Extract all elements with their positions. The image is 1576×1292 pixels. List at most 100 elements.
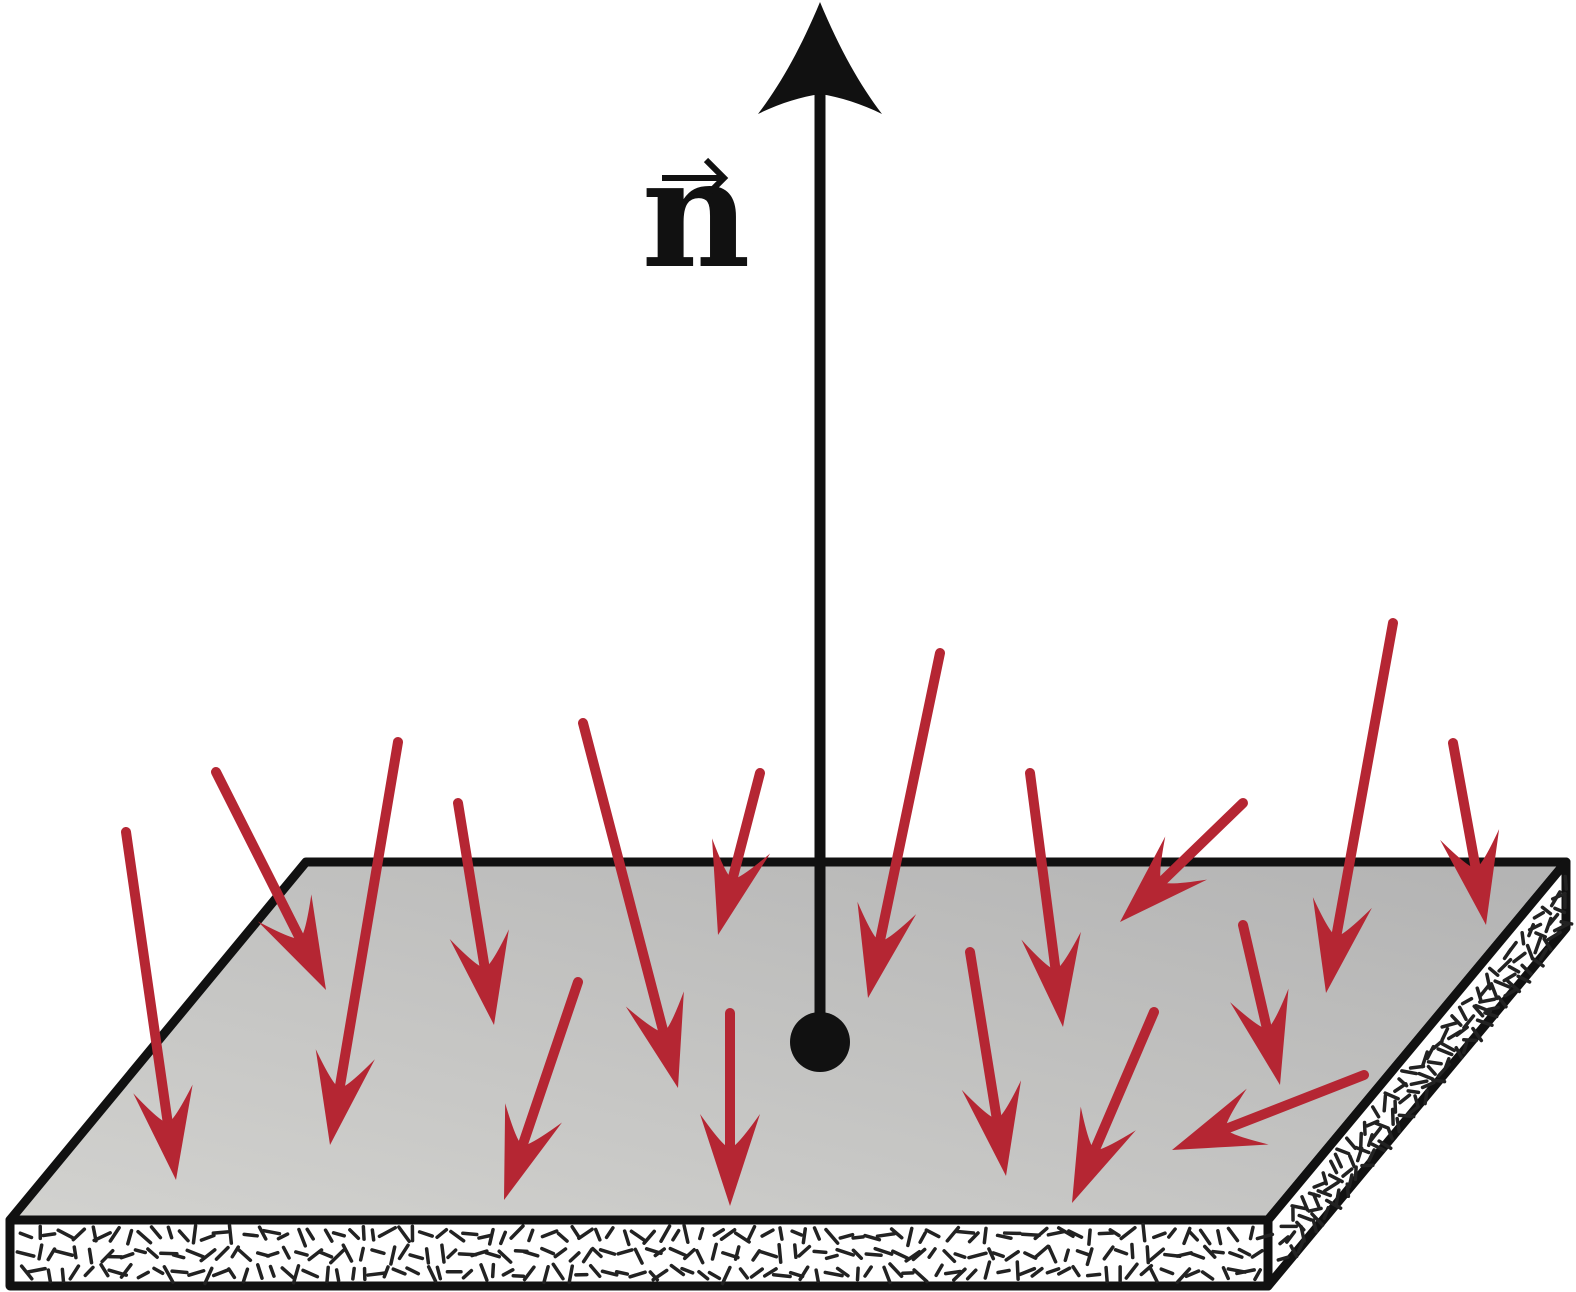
texture-mark (934, 1263, 944, 1278)
texture-mark (1321, 1171, 1329, 1186)
texture-mark (1538, 947, 1549, 962)
texture-mark (199, 1233, 216, 1242)
texture-mark (1400, 1069, 1418, 1076)
texture-mark (391, 1267, 407, 1276)
texture-mark (1475, 986, 1483, 1002)
texture-mark (348, 1228, 361, 1241)
texture-mark (759, 1249, 779, 1259)
texture-mark (1426, 1060, 1443, 1066)
texture-mark (760, 1228, 775, 1238)
texture-mark (987, 1247, 996, 1261)
texture-mark (351, 1266, 356, 1281)
texture-mark (995, 1233, 1013, 1241)
texture-mark (53, 1249, 74, 1258)
texture-mark (593, 1227, 602, 1242)
texture-mark (1141, 1222, 1147, 1243)
texture-mark (1426, 1064, 1437, 1076)
arrow-down-icon (1021, 931, 1081, 1027)
texture-mark (927, 1247, 937, 1259)
texture-mark (499, 1230, 508, 1246)
texture-mark (1423, 1088, 1429, 1106)
texture-mark (771, 1272, 792, 1279)
texture-mark (1540, 905, 1553, 916)
texture-mark (329, 1248, 345, 1265)
texture-mark (581, 1247, 594, 1264)
texture-mark (136, 1229, 153, 1245)
texture-mark (1471, 1026, 1484, 1043)
texture-mark (1104, 1265, 1109, 1284)
texture-mark (682, 1248, 696, 1261)
texture-mark (87, 1247, 94, 1265)
texture-mark (1512, 951, 1527, 964)
texture-mark (146, 1247, 159, 1259)
texture-mark (1486, 1005, 1501, 1012)
incident-arrow-shaft (1089, 1007, 1159, 1155)
texture-mark (1382, 1094, 1388, 1113)
texture-mark (751, 1249, 762, 1262)
texture-mark (126, 1228, 134, 1246)
texture-mark (417, 1230, 434, 1238)
texture-mark (1443, 1057, 1451, 1071)
texture-mark (1506, 979, 1522, 994)
texture-mark (1478, 997, 1497, 1004)
texture-mark (1175, 1267, 1192, 1284)
texture-mark (863, 1265, 873, 1278)
texture-mark (588, 1263, 602, 1279)
texture-mark (1057, 1266, 1072, 1276)
texture-mark (912, 1268, 929, 1284)
texture-mark (1475, 1018, 1494, 1028)
texture-mark (1063, 1248, 1070, 1263)
texture-mark (405, 1266, 421, 1276)
texture-mark (653, 1247, 667, 1258)
texture-mark (1030, 1266, 1044, 1278)
texture-mark (170, 1269, 189, 1275)
texture-mark (1290, 1204, 1308, 1211)
incident-arrow-shaft (211, 767, 305, 944)
texture-mark (1493, 979, 1512, 989)
texture-mark (301, 1268, 320, 1279)
texture-mark (1397, 1113, 1416, 1119)
texture-mark (1420, 1050, 1429, 1069)
texture-mark (982, 1226, 988, 1245)
texture-mark (924, 1228, 941, 1239)
texture-mark (268, 1264, 276, 1278)
texture-mark (1520, 963, 1533, 976)
texture-mark (1496, 995, 1508, 1009)
texture-mark (824, 1227, 840, 1245)
dot-icon (790, 1012, 850, 1072)
texture-mark (1507, 964, 1521, 974)
texture-mark (1368, 1126, 1383, 1143)
texture-mark (440, 1243, 446, 1264)
arrow-down-icon (961, 1080, 1022, 1176)
plate-right-texture (1276, 874, 1574, 1262)
texture-mark (1085, 1272, 1102, 1278)
texture-mark (540, 1229, 559, 1239)
texture-mark (1145, 1245, 1150, 1265)
texture-mark (888, 1262, 904, 1279)
texture-mark (25, 1266, 47, 1274)
arrow-down-icon (449, 929, 509, 1025)
texture-mark (60, 1267, 66, 1283)
texture-mark (1347, 1173, 1354, 1189)
texture-mark (812, 1249, 828, 1255)
texture-mark (598, 1248, 617, 1256)
texture-mark (954, 1229, 976, 1235)
texture-mark (1190, 1252, 1206, 1260)
vector-arrow-accent (662, 157, 729, 199)
texture-mark (1533, 936, 1543, 955)
texture-mark (600, 1269, 619, 1277)
texture-mark (377, 1225, 397, 1239)
texture-mark (294, 1250, 309, 1257)
texture-mark (242, 1232, 259, 1238)
texture-mark (361, 1224, 366, 1241)
texture-mark (1159, 1267, 1175, 1276)
texture-mark (424, 1247, 431, 1265)
texture-mark (323, 1228, 334, 1243)
texture-mark (591, 1246, 603, 1259)
texture-mark (710, 1242, 718, 1261)
texture-mark (1359, 1131, 1364, 1149)
texture-mark (1440, 1020, 1459, 1029)
texture-mark (1345, 1136, 1357, 1151)
texture-mark (522, 1265, 536, 1282)
